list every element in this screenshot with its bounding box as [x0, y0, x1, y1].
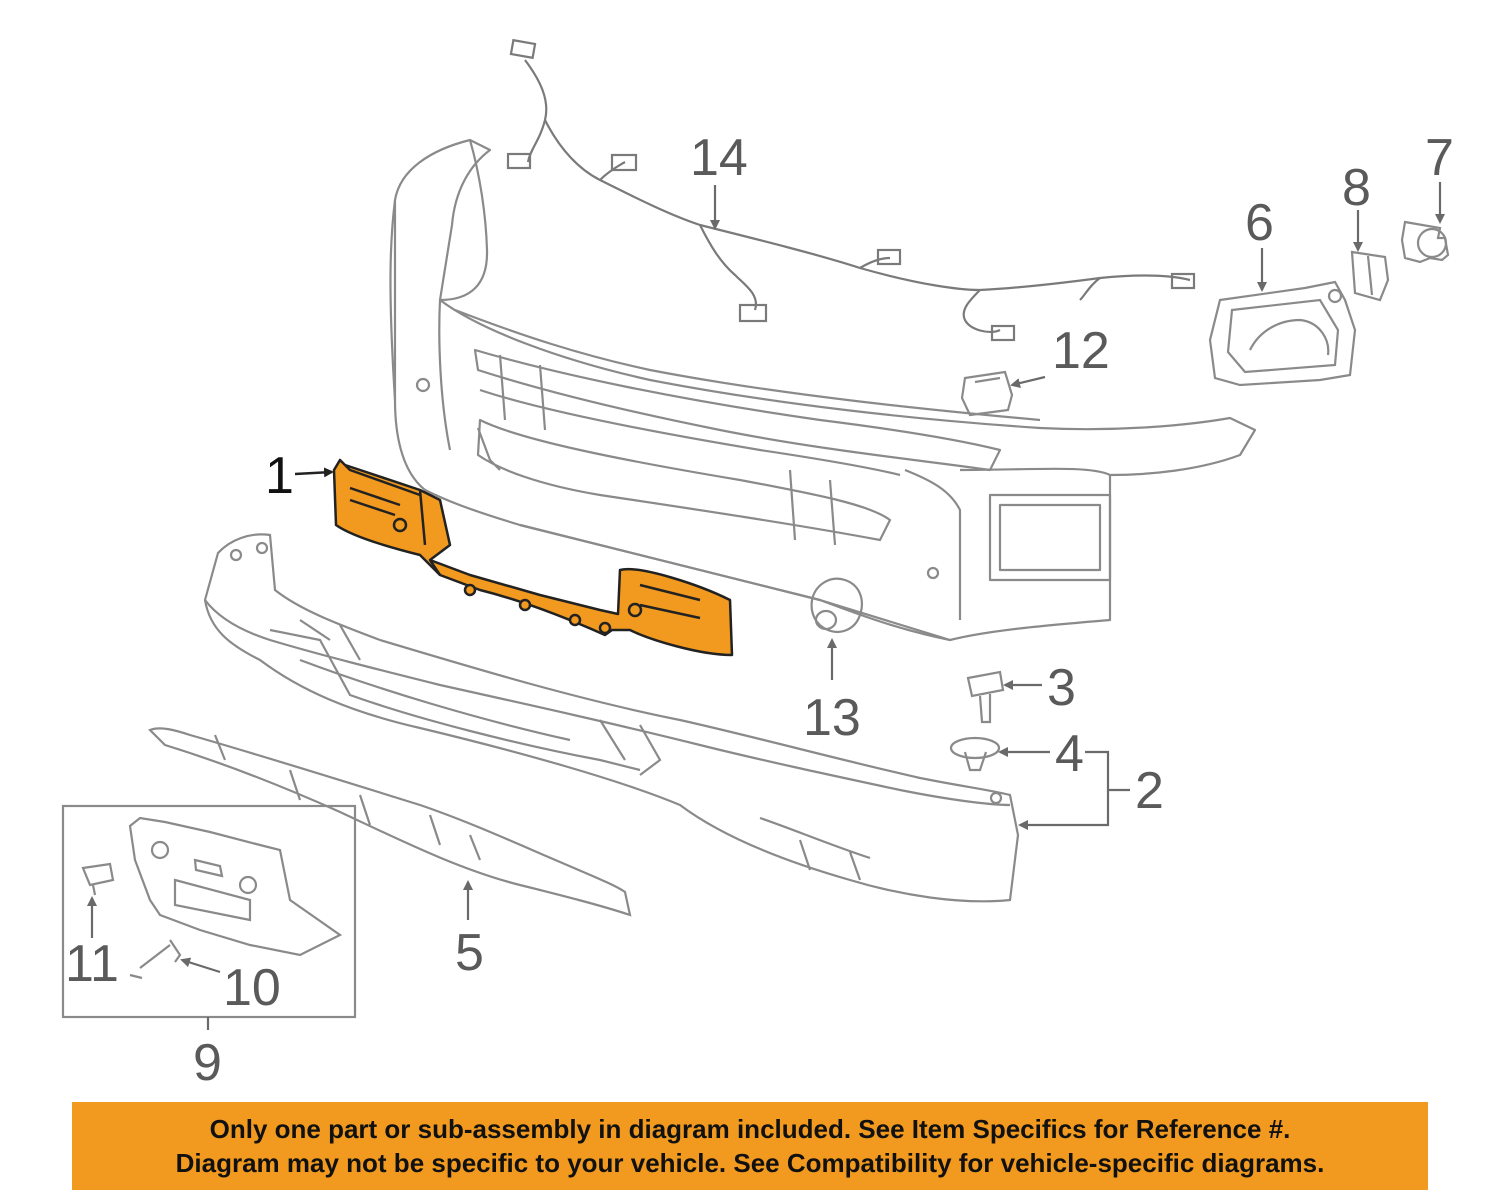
- skid-plate: [148, 727, 632, 917]
- impact-bar-highlighted: [332, 458, 734, 657]
- callout-1: 1: [265, 447, 294, 505]
- connector-12: [960, 370, 1014, 417]
- callout-2: 2: [1135, 762, 1164, 820]
- disclaimer-line-2: Diagram may not be specific to your vehi…: [175, 1148, 1325, 1178]
- callout-6: 6: [1245, 194, 1274, 252]
- bracket-8: [1350, 250, 1390, 302]
- callout-14: 14: [690, 129, 748, 187]
- callout-11: 11: [65, 935, 119, 993]
- callout-12: 12: [1052, 322, 1110, 380]
- callout-7: 7: [1425, 129, 1454, 187]
- disclaimer-banner: Only one part or sub-assembly in diagram…: [72, 1102, 1428, 1190]
- callout-4: 4: [1055, 725, 1084, 783]
- fog-lamp: [1208, 280, 1357, 387]
- bolt-7: [1400, 220, 1450, 264]
- callout-9: 9: [193, 1034, 222, 1092]
- callout-13: 13: [803, 689, 861, 747]
- callout-3: 3: [1047, 659, 1076, 717]
- highlighted-part-shape: [332, 458, 734, 657]
- wire-harness: [506, 38, 1196, 342]
- parts-diagram: [61, 38, 1450, 1030]
- callout-8: 8: [1342, 159, 1371, 217]
- leader-line-highlighted: [294, 467, 334, 478]
- disclaimer-line-1: Only one part or sub-assembly in diagram…: [209, 1114, 1291, 1144]
- retainer-4: [949, 736, 1001, 772]
- callout-10: 10: [223, 959, 281, 1017]
- sensor-13: [810, 577, 863, 633]
- leader-lines: [87, 182, 1445, 1030]
- lower-valance: [203, 533, 1020, 903]
- callout-5: 5: [455, 924, 484, 982]
- bolt-3: [966, 670, 1005, 724]
- bumper-cover: [389, 138, 1257, 642]
